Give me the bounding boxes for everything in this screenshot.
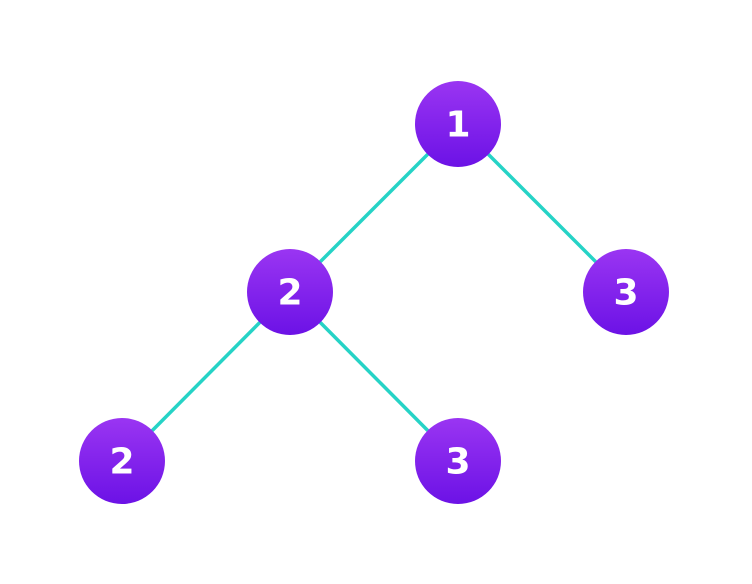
- tree-node-right-child: 3: [583, 249, 669, 335]
- edges-layer: [120, 122, 628, 463]
- tree-node-left-child: 2: [247, 249, 333, 335]
- node-circle: [583, 249, 669, 335]
- node-label: 2: [109, 442, 134, 483]
- node-label: 3: [445, 442, 470, 483]
- node-label: 3: [613, 273, 638, 314]
- node-label: 2: [277, 273, 302, 314]
- node-circle: [79, 418, 165, 504]
- node-circle: [415, 418, 501, 504]
- nodes-layer: 1 2 3 2 3: [79, 81, 669, 504]
- node-label: 1: [445, 105, 470, 146]
- tree-node-left-right-child: 3: [415, 418, 501, 504]
- tree-node-root: 1: [415, 81, 501, 167]
- node-circle: [247, 249, 333, 335]
- node-circle: [415, 81, 501, 167]
- tree-node-left-left-child: 2: [79, 418, 165, 504]
